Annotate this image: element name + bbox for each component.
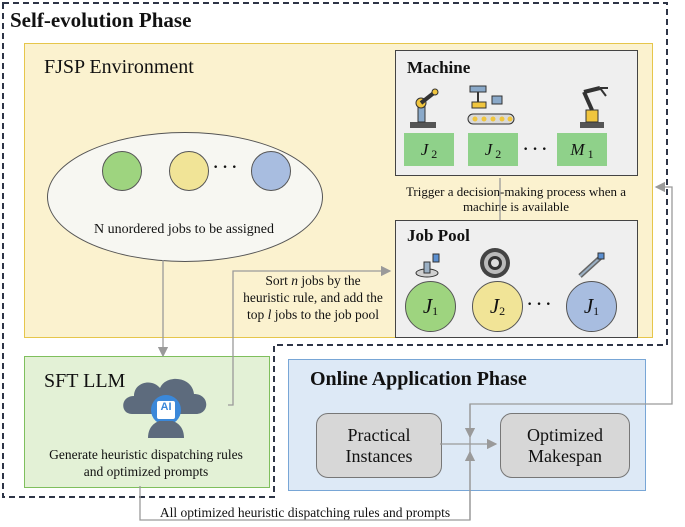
machine-title: Machine: [407, 58, 471, 77]
online-phase-title: Online Application Phase: [310, 368, 527, 390]
pool-job-3-base: J: [583, 294, 594, 318]
sort-text-line-2: heuristic rule, and add the: [243, 290, 383, 305]
conveyor-robot-icon: [467, 85, 515, 125]
machine-label-2-base: J: [484, 139, 493, 159]
bottom-caption: All optimized heuristic dispatching rule…: [159, 505, 451, 520]
cloud-ai-icon: [123, 378, 207, 438]
arrow-llm-to-pool: [228, 265, 392, 406]
practical-instances-line-1: Practical: [347, 424, 411, 445]
optimized-makespan-line-2: Makespan: [528, 445, 602, 466]
unordered-jobs-ellipsis: ···: [212, 154, 240, 179]
practical-instances-box: Practical Instances: [316, 413, 442, 478]
pool-job-1-base: J: [422, 294, 433, 318]
pool-job-3-sub: 1: [593, 304, 600, 318]
machine-label-1-base: J: [420, 139, 429, 159]
unordered-job-yellow: [169, 151, 209, 191]
screw-part-icon: [415, 253, 440, 278]
ai-chip-label: AI: [160, 401, 172, 413]
trigger-text: Trigger a decision-making process when a…: [378, 184, 654, 214]
pool-job-1-sub: 1: [432, 304, 439, 318]
machine-ellipsis: ···: [522, 136, 550, 161]
sft-llm-caption-line-1: Generate heuristic dispatching rules: [49, 447, 243, 462]
pool-ellipsis: ···: [526, 291, 554, 316]
sort-text-line-1: Sort n jobs by the: [265, 273, 361, 288]
shaft-part-icon: [578, 252, 605, 278]
trigger-text-line-2: machine is available: [462, 199, 570, 214]
sort-text-line-3: top l jobs to the job pool: [246, 307, 380, 322]
optimized-makespan-line-1: Optimized: [527, 424, 603, 445]
bearing-icon: [480, 248, 510, 278]
machine-label-3-base: M: [570, 139, 585, 159]
robot-arm-icon: [410, 88, 439, 128]
fjsp-environment-title: FJSP Environment: [44, 56, 194, 78]
optimized-makespan-box: Optimized Makespan: [500, 413, 630, 478]
unordered-jobs-caption: N unordered jobs to be assigned: [93, 222, 275, 237]
self-evolution-title: Self-evolution Phase: [10, 8, 192, 32]
practical-instances-line-2: Instances: [345, 445, 413, 466]
sft-llm-caption: Generate heuristic dispatching rules and…: [24, 446, 268, 480]
trigger-text-line-1: Trigger a decision-making process when a: [405, 184, 627, 199]
sft-llm-caption-line-2: and optimized prompts: [83, 464, 209, 479]
pool-job-2-base: J: [489, 294, 500, 318]
arrow-right-loop: [654, 181, 673, 375]
job-pool-title: Job Pool: [407, 226, 470, 245]
pool-job-2-sub: 2: [499, 304, 506, 318]
unordered-job-blue: [251, 151, 291, 191]
sft-llm-title: SFT LLM: [44, 370, 126, 392]
machine-label-3-sub: 1: [587, 147, 594, 161]
unordered-job-green: [102, 151, 142, 191]
sft-llm-box: [24, 356, 270, 488]
machine-label-1-sub: 2: [431, 147, 438, 161]
arrow-bottom-loop: [139, 375, 673, 521]
sort-text: Sort n jobs by the heuristic rule, and a…: [232, 272, 394, 323]
machine-label-2-sub: 2: [495, 147, 502, 161]
industrial-robot-icon: [580, 86, 608, 128]
